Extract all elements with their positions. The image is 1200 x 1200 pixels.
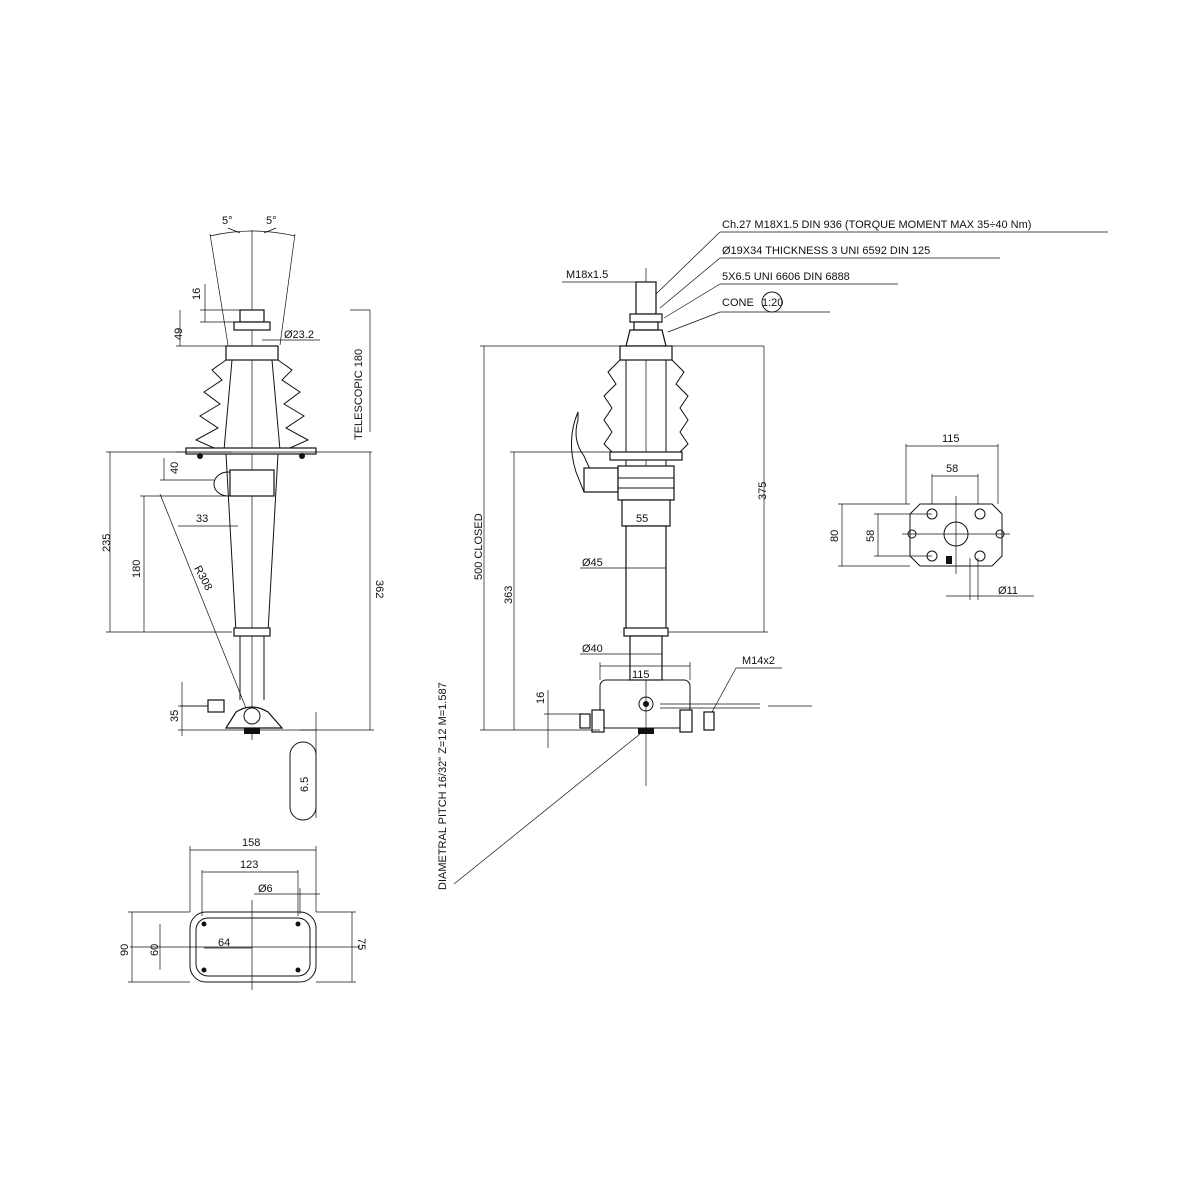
base-top-view: 158 123 Ø6 90 60 64 75 [119, 837, 367, 990]
dim-55-label: 55 [636, 513, 648, 525]
pitch-note: DIAMETRAL PITCH 16/32" Z=12 M=1.587 [437, 682, 449, 890]
dim-75-label: 75 [355, 938, 367, 950]
dim-64-label: 64 [218, 937, 230, 949]
dim-123-label: 123 [240, 859, 258, 871]
dim-49-label: 49 [173, 328, 185, 340]
telescopic-label: TELESCOPIC 180 [353, 349, 365, 440]
dim-33-label: 33 [196, 513, 208, 525]
angle-left-label: 5° [222, 215, 233, 227]
dim-115-label: 115 [632, 669, 650, 681]
flange-dim-115-label: 115 [942, 433, 960, 445]
middle-front-view: Ch.27 M18X1.5 DIN 936 (TORQUE MOMENT MAX… [437, 219, 1108, 890]
dim-16-label: 16 [535, 692, 547, 704]
dim-dia232-label: Ø23.2 [284, 329, 314, 341]
dim-375-label: 375 [757, 482, 769, 500]
dim-180-label: 180 [131, 560, 143, 578]
dim-m14-label: M14x2 [742, 655, 775, 667]
thread-label: M18x1.5 [566, 269, 608, 281]
flange-dim-80-label: 80 [829, 530, 841, 542]
dim-dia40-label: Ø40 [582, 643, 603, 655]
callout-cone-ratio: 1:20 [762, 297, 783, 309]
dim-16-label: 16 [191, 288, 203, 300]
dim-500-label: 500 CLOSED [473, 513, 485, 580]
callout-cone: CONE [722, 297, 754, 309]
left-side-view: 5° 5° 16 49 Ø23.2 TELESCOPIC 180 [101, 215, 385, 821]
dim-dia45-label: Ø45 [582, 557, 603, 569]
flange-dim-dia11-label: Ø11 [998, 585, 1018, 597]
flange-view: 115 58 80 58 Ø11 [829, 433, 1034, 600]
dim-65-label: 6.5 [299, 777, 311, 792]
dim-90-label: 90 [119, 944, 131, 956]
callout-nut: Ch.27 M18X1.5 DIN 936 (TORQUE MOMENT MAX… [722, 219, 1031, 231]
flange-dim-58h-label: 58 [946, 463, 958, 475]
dim-363-label: 363 [503, 586, 515, 604]
dim-235-label: 235 [101, 534, 113, 552]
callout-key: 5X6.5 UNI 6606 DIN 6888 [722, 271, 850, 283]
dim-dia6-label: Ø6 [258, 883, 273, 895]
angle-right-label: 5° [266, 215, 277, 227]
dim-35-label: 35 [169, 710, 181, 722]
callout-washer: Ø19X34 THICKNESS 3 UNI 6592 DIN 125 [722, 245, 930, 257]
dim-362-label: 362 [373, 580, 385, 598]
dim-158-label: 158 [242, 837, 260, 849]
dim-60-label: 60 [149, 944, 161, 956]
dim-40-label: 40 [169, 462, 181, 474]
flange-dim-58v-label: 58 [865, 530, 877, 542]
dim-r308-label: R308 [191, 564, 214, 593]
